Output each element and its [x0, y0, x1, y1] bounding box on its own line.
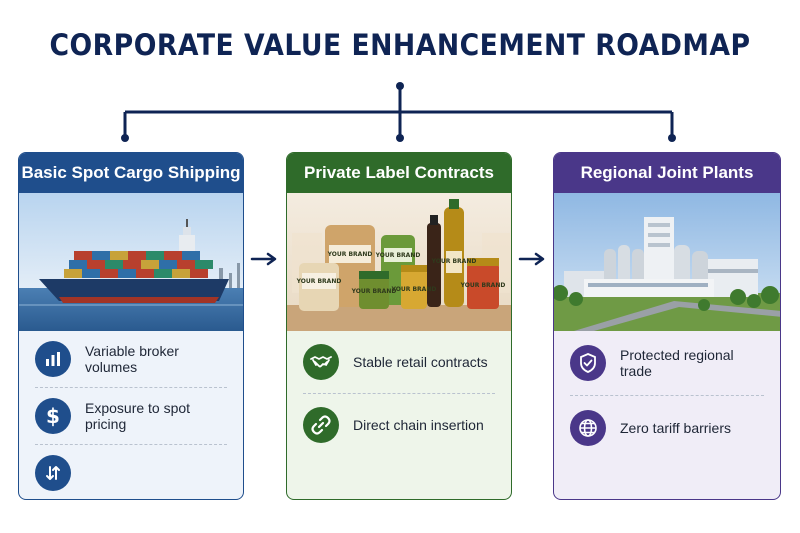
list-item: Zero tariff barriers	[570, 396, 764, 460]
shield-check-icon	[570, 345, 606, 381]
product-brand-label: YOUR BRAND	[327, 251, 373, 258]
item-label: Protected regional trade	[620, 347, 764, 379]
item-label: Direct chain insertion	[353, 417, 484, 433]
product-brand-label: YOUR BRAND	[296, 278, 342, 285]
private-label-products-image: YOUR BRAND YOUR BRAND YOUR BRAND YOUR BR…	[287, 193, 511, 331]
item-label: Exposure to spot pricing	[85, 400, 227, 432]
panel-spot-cargo: Basic Spot Cargo Shipping	[18, 152, 244, 500]
panel-header: Private Label Contracts	[287, 153, 511, 193]
item-label: Zero tariff barriers	[620, 420, 731, 436]
list-item	[35, 445, 227, 500]
item-label: Stable retail contracts	[353, 354, 488, 370]
product-brand-label: YOUR BRAND	[375, 252, 421, 259]
handshake-icon	[303, 344, 339, 380]
chain-link-icon	[303, 407, 339, 443]
product-brand-label: YOUR BRAND	[460, 282, 506, 289]
list-item: Protected regional trade	[570, 331, 764, 396]
bar-chart-icon	[35, 341, 71, 377]
container-ship-image	[19, 193, 243, 331]
list-item: Direct chain insertion	[303, 394, 495, 456]
panel-private-label: Private Label Contracts	[286, 152, 512, 500]
arrow-right-icon	[250, 252, 280, 266]
product-brand-label: YOUR BRAND	[391, 286, 437, 293]
processing-plant-image	[554, 193, 780, 331]
panel-header: Regional Joint Plants	[554, 153, 780, 193]
arrow-right-icon	[518, 252, 548, 266]
list-item: $ Exposure to spot pricing	[35, 388, 227, 445]
list-item: Stable retail contracts	[303, 331, 495, 394]
list-item: Variable broker volumes	[35, 331, 227, 388]
globe-icon	[570, 410, 606, 446]
panel-joint-plants: Regional Joint Plants	[553, 152, 781, 500]
panel-header: Basic Spot Cargo Shipping	[19, 153, 243, 193]
item-label: Variable broker volumes	[85, 343, 227, 375]
product-brand-label: YOUR BRAND	[431, 258, 477, 265]
up-down-arrows-icon	[35, 455, 71, 491]
product-brand-label: YOUR BRAND	[351, 288, 397, 295]
dollar-icon: $	[35, 398, 71, 434]
